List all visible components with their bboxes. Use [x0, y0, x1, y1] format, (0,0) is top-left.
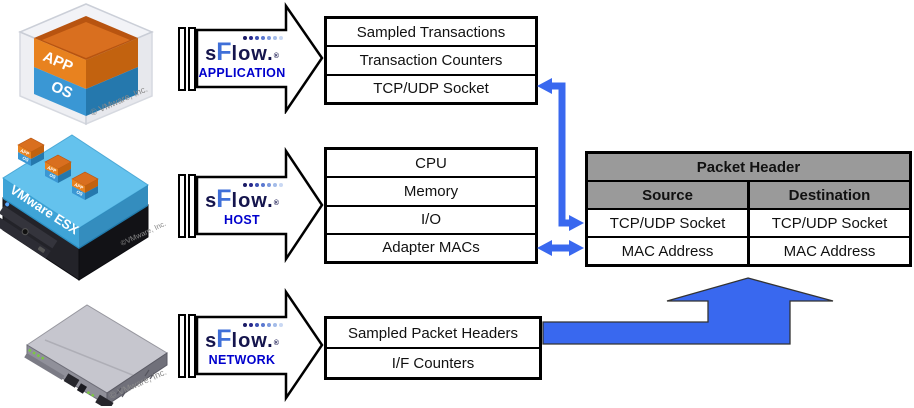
network-switch-illustration: © VMware, Inc. [24, 304, 168, 406]
packet-header-table: Packet Header Source Destination TCP/UDP… [585, 151, 912, 267]
block-arrow-shape [178, 2, 324, 114]
table-cell: MAC Address [621, 242, 714, 260]
arrow-label-host: HOST [224, 213, 260, 228]
sflow-wordmark-s: s [205, 329, 217, 352]
block-arrow-shape [178, 288, 324, 402]
sflow-wordmark: sFlow.® [205, 324, 279, 353]
mini-os-label: OS [76, 189, 84, 196]
sflow-wordmark-reg: ® [273, 52, 279, 60]
sflow-wordmark-f: F [216, 324, 232, 353]
sflow-wordmark-low: low. [231, 189, 274, 212]
switch-front-details [24, 348, 114, 406]
sflow-network-arrow: sFlow.® NETWORK [176, 288, 324, 402]
sflow-logo-dots [243, 35, 283, 40]
server-bays [0, 202, 58, 259]
sflow-host-arrow: sFlow.® HOST [176, 146, 324, 264]
mini-cube-3: APP OS [71, 171, 99, 200]
socket-elbow-connector [537, 78, 584, 231]
table-cell: TCP/UDP Socket [747, 210, 909, 236]
sflow-wordmark-low: low. [231, 42, 274, 65]
esx-slab-side [79, 185, 148, 249]
mini-cube-1: APP OS [17, 137, 45, 166]
mini-os-label: OS [49, 172, 57, 179]
sflow-application-arrow: sFlow.® APPLICATION [176, 2, 324, 114]
arrowhead-left-icon [537, 78, 552, 94]
sflow-wordmark-reg: ® [273, 339, 279, 347]
sflow-logo-dots [243, 182, 283, 187]
table-row: MAC Address MAC Address [588, 236, 909, 264]
sflow-logo-dots [243, 322, 283, 327]
sflow-wordmark: sFlow.® [205, 37, 279, 66]
network-metrics-table: Sampled Packet Headers I/F Counters [324, 316, 542, 380]
table-row: TCP/UDP Socket TCP/UDP Socket [588, 208, 909, 236]
arrowhead-right-icon [569, 215, 584, 231]
arrow-label-network: NETWORK [208, 353, 276, 368]
column-header-source: Source [642, 186, 693, 204]
packet-header-title: Packet Header [588, 154, 909, 180]
app-face-shaded [86, 38, 138, 89]
mini-os-label: OS [22, 155, 30, 162]
table-row: Transaction Counters [327, 45, 535, 73]
table-row: Sampled Packet Headers [347, 324, 519, 342]
sflow-wordmark-low: low. [231, 329, 274, 352]
esx-slab-front [3, 178, 79, 249]
sflow-wordmark-s: s [205, 189, 217, 212]
sflow-wordmark-reg: ® [273, 199, 279, 207]
arrowhead-right-icon [569, 240, 584, 256]
arrow-label-application: APPLICATION [198, 66, 286, 81]
table-cell: MAC Address [747, 238, 909, 264]
switch-top-seam [44, 339, 136, 377]
vmware-esx-illustration: VMware ESX APP OS APP OS APP [0, 134, 168, 281]
table-row: CPU [415, 154, 447, 172]
table-row: Memory [327, 176, 535, 204]
mini-app-label: APP [74, 182, 85, 191]
packet-header-columns: Source Destination [588, 180, 909, 208]
sflow-wordmark-s: s [205, 42, 217, 65]
mini-cube-2: APP OS [44, 154, 72, 183]
mac-double-arrow-connector [537, 240, 584, 256]
sflow-wordmark-f: F [216, 184, 232, 213]
host-metrics-table: CPU Memory I/O Adapter MACs [324, 147, 538, 264]
app-os-cube-illustration: APP OS © VMware, Inc. [18, 3, 154, 126]
sflow-wordmark-f: F [216, 37, 232, 66]
os-face [34, 67, 86, 116]
table-cell: TCP/UDP Socket [609, 214, 726, 232]
table-row: Sampled Transactions [356, 23, 506, 41]
mini-app-label: APP [20, 148, 31, 157]
table-row: I/O [327, 204, 535, 233]
table-row: Adapter MACs [327, 232, 535, 261]
packet-feed-block-arrow [542, 277, 834, 345]
os-face-shaded [86, 67, 138, 116]
sflow-logo-block: sFlow.® APPLICATION [197, 2, 287, 114]
sflow-wordmark: sFlow.® [205, 184, 279, 213]
inner-cube-top-inset [42, 22, 130, 58]
block-arrow-shape [178, 146, 324, 264]
app-face [34, 38, 86, 89]
column-header-destination: Destination [747, 182, 909, 208]
arrowhead-left-icon [537, 240, 552, 256]
application-metrics-table: Sampled Transactions Transaction Counter… [324, 16, 538, 105]
switch-vents [116, 369, 155, 398]
table-row: TCP/UDP Socket [327, 73, 535, 102]
sflow-logo-block: sFlow.® HOST [197, 146, 287, 264]
mini-app-label: APP [47, 165, 58, 174]
sflow-logo-block: sFlow.® NETWORK [197, 288, 287, 402]
table-row: I/F Counters [327, 347, 539, 377]
